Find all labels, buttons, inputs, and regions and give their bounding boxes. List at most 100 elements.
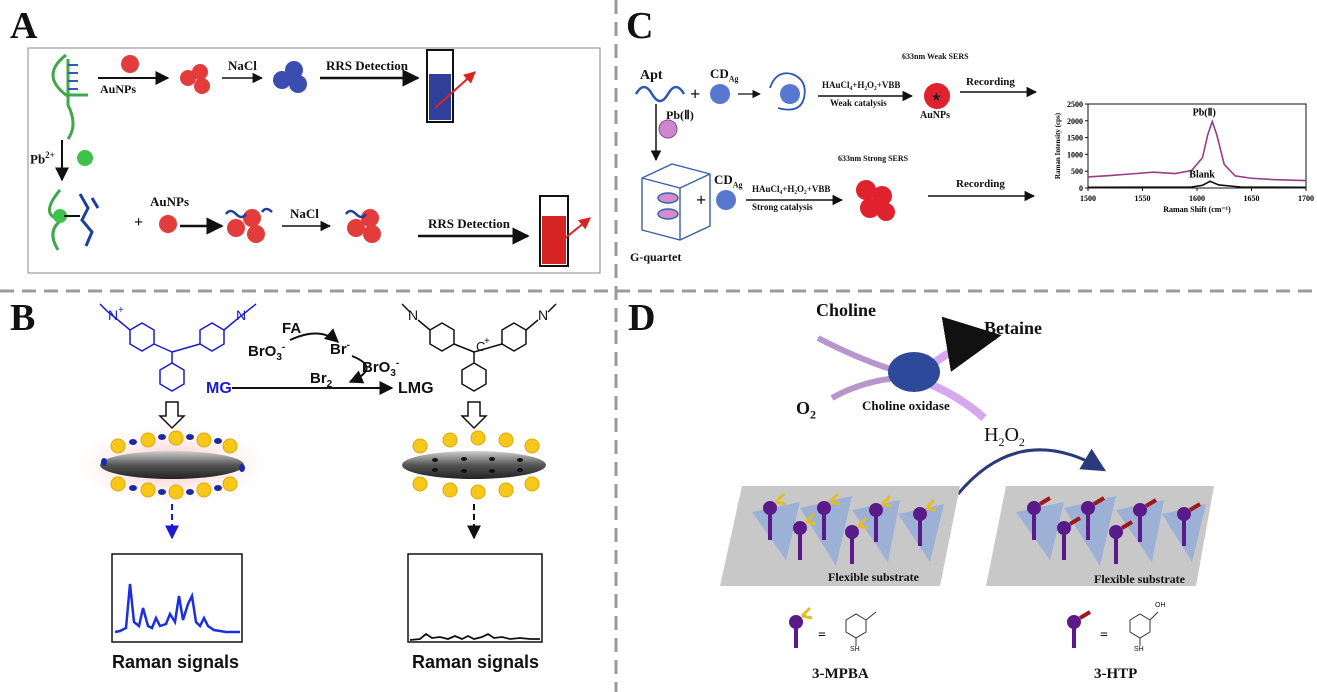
y-tick-label: 2000 bbox=[1067, 117, 1083, 126]
label-br2: Br2 bbox=[310, 370, 333, 390]
hollow-arrow-left bbox=[158, 401, 186, 430]
label-raman-signals-left: Raman signals bbox=[112, 652, 240, 672]
y-tick-label: 2500 bbox=[1067, 100, 1083, 109]
label-3-mpba: 3-MPBA bbox=[812, 666, 869, 682]
cuvette-red-icon bbox=[539, 195, 591, 267]
label-strong-catalysis: Strong catalysis bbox=[752, 202, 813, 212]
boronic-groups-left bbox=[774, 492, 937, 530]
choline-oxidase-enzyme-icon bbox=[888, 352, 940, 392]
panel-a-frame bbox=[27, 47, 601, 274]
aunp-protected-cluster-icon bbox=[224, 207, 273, 243]
label-substrate-left: Flexible substrate bbox=[828, 570, 919, 584]
label-rrs-top: RRS Detection bbox=[326, 58, 408, 73]
pb-ion-icon bbox=[77, 150, 93, 166]
mpba-legend-icon bbox=[789, 606, 813, 648]
lmg-molecules-right bbox=[432, 457, 523, 473]
label-lmg: LMG bbox=[398, 380, 434, 397]
label-substrate-right: Flexible substrate bbox=[1094, 572, 1185, 586]
hydroxyl-groups-right bbox=[1038, 496, 1202, 530]
cuvette-blue-icon bbox=[426, 49, 476, 123]
svg-text:+: + bbox=[118, 305, 124, 316]
label-oh: OH bbox=[1155, 602, 1166, 609]
label-apt: Apt bbox=[640, 68, 663, 83]
aggregated-aunp-icon bbox=[273, 61, 307, 93]
label-sh-mpba: SH bbox=[850, 646, 860, 653]
label-pb2plus: Pb2+ bbox=[30, 150, 55, 167]
g-quartet-icon bbox=[641, 163, 711, 241]
label-nacl-bottom: NaCl bbox=[290, 206, 319, 221]
malachite-green-molecule-icon bbox=[99, 303, 257, 392]
label-weak-catalysis: Weak catalysis bbox=[830, 98, 887, 108]
label-cd-ag-top: CDAg bbox=[710, 66, 739, 84]
raman-spectrum-box-right bbox=[407, 553, 543, 643]
panel-letter-d: D bbox=[628, 297, 656, 339]
panel-letter-b: B bbox=[10, 297, 36, 339]
svg-text:N: N bbox=[408, 307, 418, 323]
gold-nanorod-right bbox=[402, 451, 546, 479]
h2o2-flow bbox=[928, 380, 987, 421]
y-tick-label: 1000 bbox=[1067, 150, 1083, 159]
raman-spectrum-box-left bbox=[111, 553, 243, 643]
label-g-quartet: G-quartet bbox=[630, 250, 682, 264]
label-bro3-right: BrO3- bbox=[362, 358, 400, 379]
series-line-blank bbox=[1087, 180, 1307, 189]
svg-text:N: N bbox=[538, 307, 548, 323]
aunp-protected-after-nacl-icon bbox=[344, 209, 381, 243]
aptamer-hairpin-icon bbox=[51, 53, 88, 140]
label-plus-a: + bbox=[134, 214, 144, 231]
aunp-cluster-icon bbox=[180, 64, 210, 94]
svg-text:+: + bbox=[484, 336, 490, 347]
y-tick-label: 500 bbox=[1071, 167, 1083, 176]
svg-text:C: C bbox=[476, 339, 485, 354]
x-tick-label: 1550 bbox=[1135, 194, 1151, 203]
label-conditions-top: HAuCl₄+H₂O₂+VBB bbox=[822, 80, 901, 90]
leucomalachite-green-molecule-icon bbox=[401, 303, 557, 392]
label-equals-1: = bbox=[818, 628, 826, 643]
label-pb-ii: Pb(Ⅱ) bbox=[666, 108, 694, 122]
label-weak-sers: 633nm Weak SERS bbox=[902, 52, 969, 61]
label-cd-ag-bottom: CDAg bbox=[714, 172, 743, 190]
label-fa: FA bbox=[282, 320, 302, 337]
raman-spectrum-left bbox=[114, 583, 240, 634]
series-label-pb: Pb(Ⅱ) bbox=[1193, 107, 1216, 118]
raman-spectrum-right bbox=[409, 632, 540, 641]
panel-b-graphics: N + N N N C + bbox=[77, 303, 557, 643]
series-line-pb bbox=[1087, 118, 1307, 182]
y-axis-label: Raman Intensity (cps) bbox=[1054, 112, 1062, 179]
label-mg: MG bbox=[206, 380, 232, 397]
gold-nanorod-left bbox=[100, 451, 244, 479]
htp-heads-right bbox=[1027, 501, 1191, 539]
apt-cd-complex-icon bbox=[769, 72, 806, 111]
svg-text:N: N bbox=[108, 307, 118, 323]
x-axis-label: Raman Shift (cm⁻¹) bbox=[1163, 205, 1231, 214]
x-tick-label: 1600 bbox=[1189, 194, 1205, 203]
panel-a-graphics bbox=[27, 47, 601, 274]
label-plus-c1: + bbox=[690, 84, 701, 104]
mpba-heads-left bbox=[763, 501, 927, 539]
y-tick-label: 1500 bbox=[1067, 134, 1083, 143]
aunp-icon-bottom bbox=[159, 215, 177, 233]
cd-ag-dot-bottom-icon bbox=[716, 190, 736, 210]
pb-ion-c-icon bbox=[658, 119, 678, 139]
choline-flow bbox=[816, 335, 901, 375]
label-aunps-bottom: AuNPs bbox=[150, 194, 190, 209]
label-sh-htp: SH bbox=[1134, 646, 1144, 653]
x-tick-label: 1650 bbox=[1244, 194, 1260, 203]
betaine-flow bbox=[927, 316, 1002, 372]
label-nacl-top: NaCl bbox=[228, 58, 257, 73]
label-conditions-bottom: HAuCl₄+H₂O₂+VBB bbox=[752, 184, 831, 194]
label-o2: O2 bbox=[796, 398, 817, 422]
label-br-minus: Br- bbox=[330, 340, 351, 358]
aunp-weak-sers-icon: ★ bbox=[924, 83, 950, 109]
label-choline: Choline bbox=[816, 300, 877, 320]
label-betaine: Betaine bbox=[984, 318, 1042, 338]
cd-ag-dot-icon bbox=[710, 84, 730, 104]
label-recording-top: Recording bbox=[966, 76, 1015, 88]
hollow-arrow-right bbox=[460, 401, 488, 430]
g-quadruplex-aptamer-icon bbox=[48, 189, 100, 251]
svg-text:★: ★ bbox=[931, 90, 942, 104]
label-plus-c2: + bbox=[696, 190, 707, 210]
